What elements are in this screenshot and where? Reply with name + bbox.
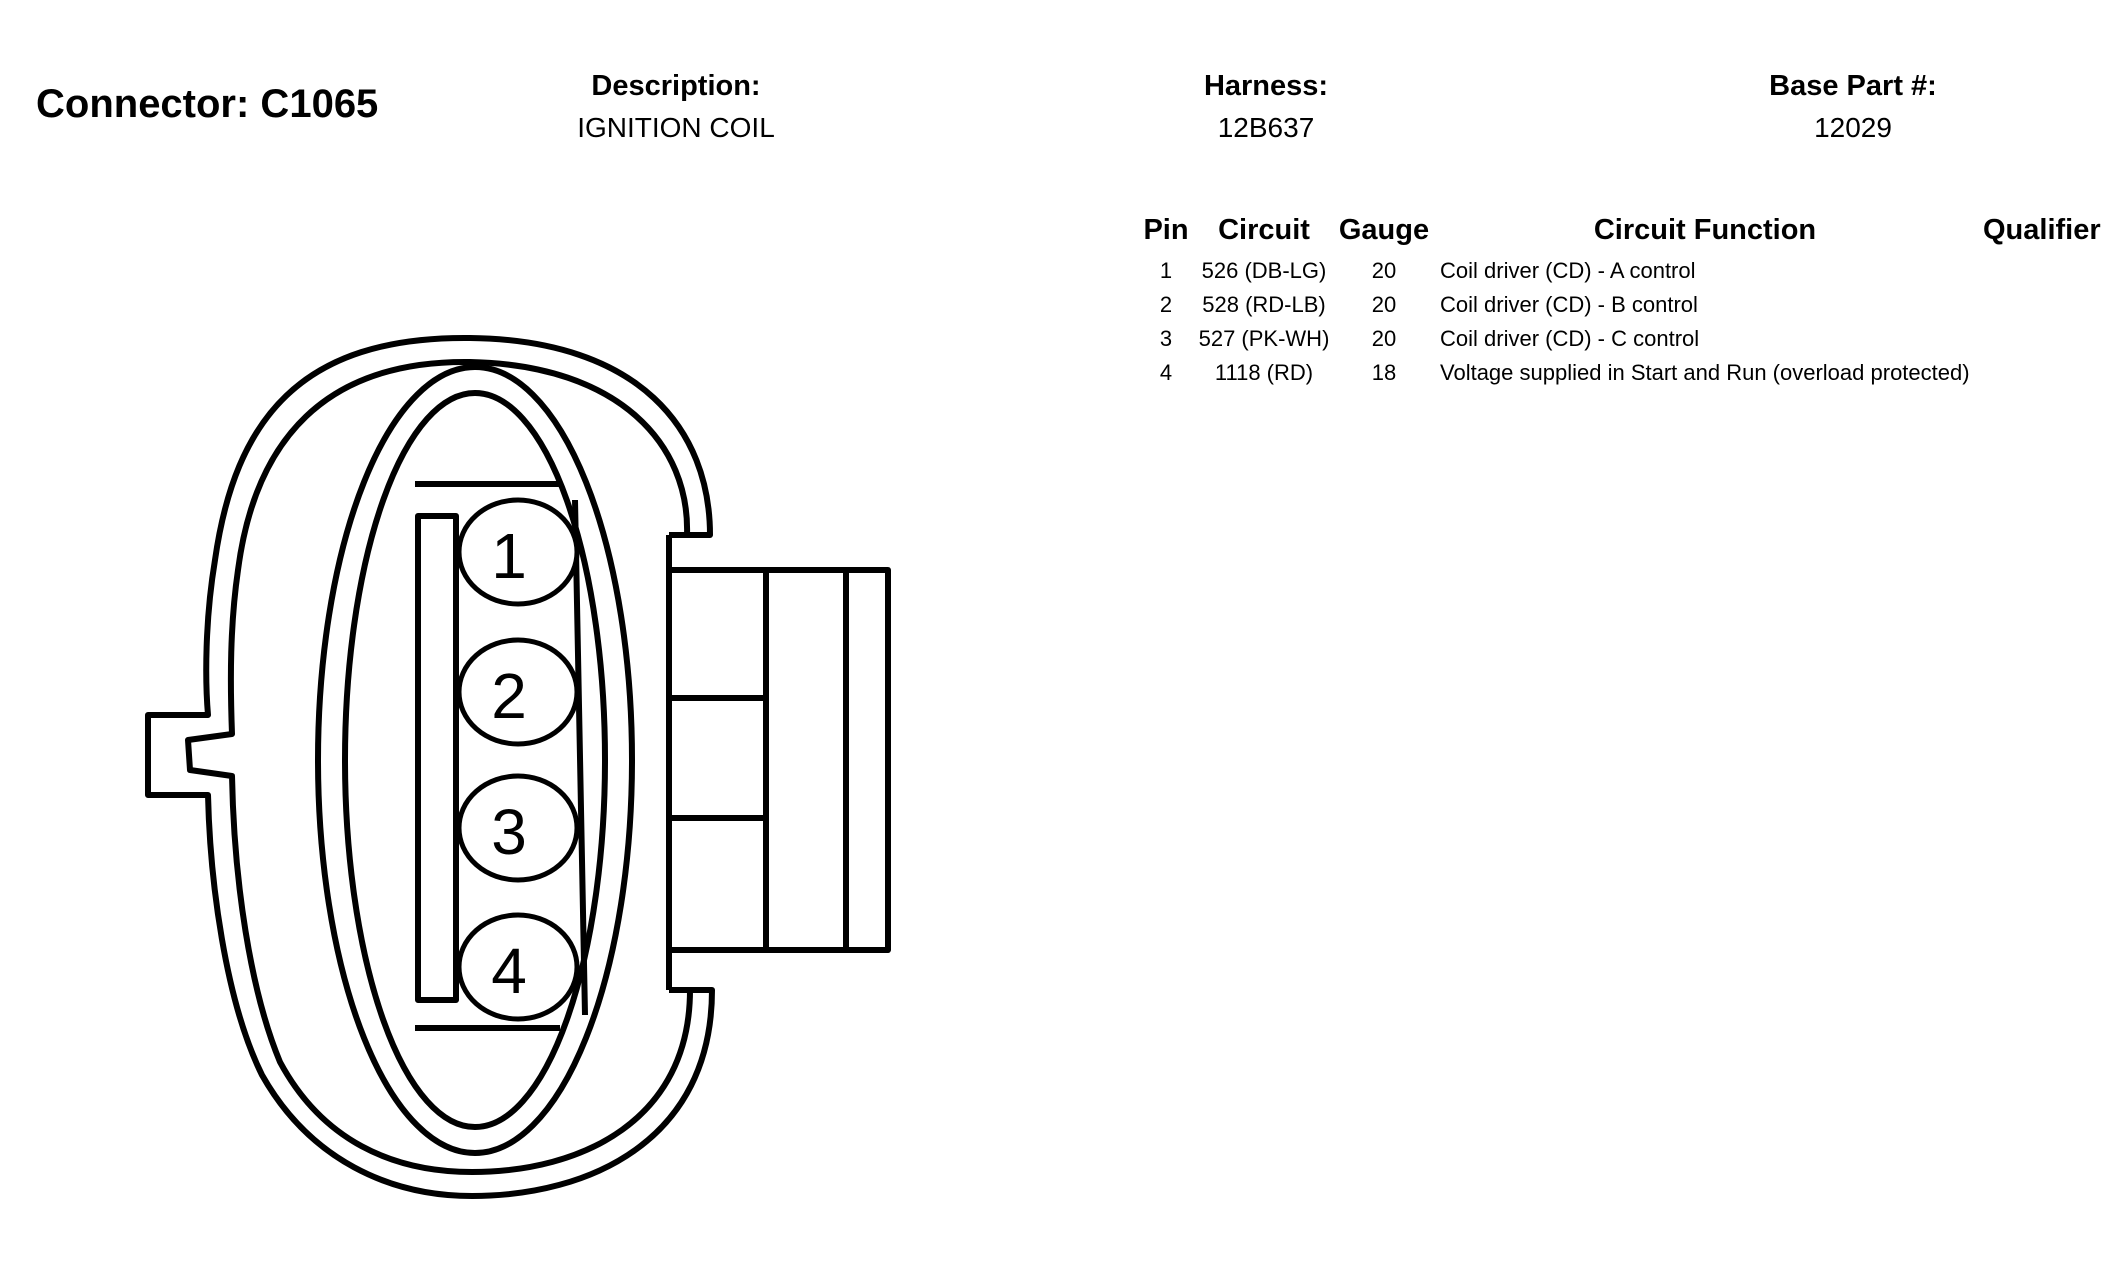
circuit-cell: 526 (DB-LG) (1201, 258, 1327, 283)
col-header-qualifier: Qualifier (1983, 214, 2101, 246)
function-cell: Coil driver (CD) - C control (1440, 326, 1700, 351)
function-cell: Coil driver (CD) - A control (1440, 258, 1696, 283)
pin-cell: 1 (1159, 258, 1173, 283)
connector-outer-housing (145, 334, 715, 1199)
table-row: 4 1118 (RD) 18 Voltage supplied in Start… (0, 360, 2122, 394)
pin-4-label: 4 (491, 935, 527, 1007)
table-row: 2 528 (RD-LB) 20 Coil driver (CD) - B co… (0, 292, 2122, 326)
pin-4-circle (456, 912, 580, 1022)
gauge-cell: 20 (1371, 258, 1397, 283)
pin-cell: 3 (1159, 326, 1173, 351)
gauge-cell: 18 (1371, 360, 1397, 385)
pin-carrier (415, 481, 588, 1031)
pin-carrier-bar (415, 513, 459, 1003)
col-header-pin: Pin (1143, 214, 1189, 246)
col-header-function: Circuit Function (1593, 214, 1817, 246)
locking-tab (666, 535, 891, 990)
gauge-cell: 20 (1371, 326, 1397, 351)
function-cell: Coil driver (CD) - B control (1440, 292, 1698, 317)
connector-housing-inner-edge (185, 358, 693, 1175)
description-value: IGNITION COIL (577, 112, 775, 143)
pin-3-label: 3 (491, 796, 527, 868)
base-part-value: 12029 (1814, 112, 1892, 143)
gauge-cell: 20 (1371, 292, 1397, 317)
pin-group: 1 2 3 4 (456, 497, 580, 1022)
pin-cell: 4 (1159, 360, 1173, 385)
base-part-label: Base Part #: (1769, 70, 1937, 102)
col-header-gauge: Gauge (1338, 214, 1430, 246)
table-row: 1 526 (DB-LG) 20 Coil driver (CD) - A co… (0, 258, 2122, 292)
col-header-circuit: Circuit (1218, 214, 1310, 246)
harness-label: Harness: (1203, 70, 1329, 102)
table-row: 3 527 (PK-WH) 20 Coil driver (CD) - C co… (0, 326, 2122, 360)
harness-value: 12B637 (1217, 112, 1315, 143)
pin-2-label: 2 (491, 660, 527, 732)
pin-3-circle (456, 773, 580, 883)
terminal-cavity-inner (342, 390, 608, 1130)
terminal-cavity-outer (315, 364, 635, 1156)
function-cell: Voltage supplied in Start and Run (overl… (1440, 360, 1970, 385)
pin-cell: 2 (1159, 292, 1173, 317)
circuit-cell: 1118 (RD) (1214, 360, 1314, 385)
pin-2-circle (456, 637, 580, 747)
pin-1-label: 1 (491, 520, 527, 592)
locking-tab-divisions (669, 570, 849, 950)
description-label: Description: (591, 70, 761, 102)
pin-1-circle (456, 497, 580, 607)
circuit-cell: 528 (RD-LB) (1202, 292, 1326, 317)
circuit-cell: 527 (PK-WH) (1198, 326, 1330, 351)
connector-title: Connector: C1065 (36, 82, 379, 126)
